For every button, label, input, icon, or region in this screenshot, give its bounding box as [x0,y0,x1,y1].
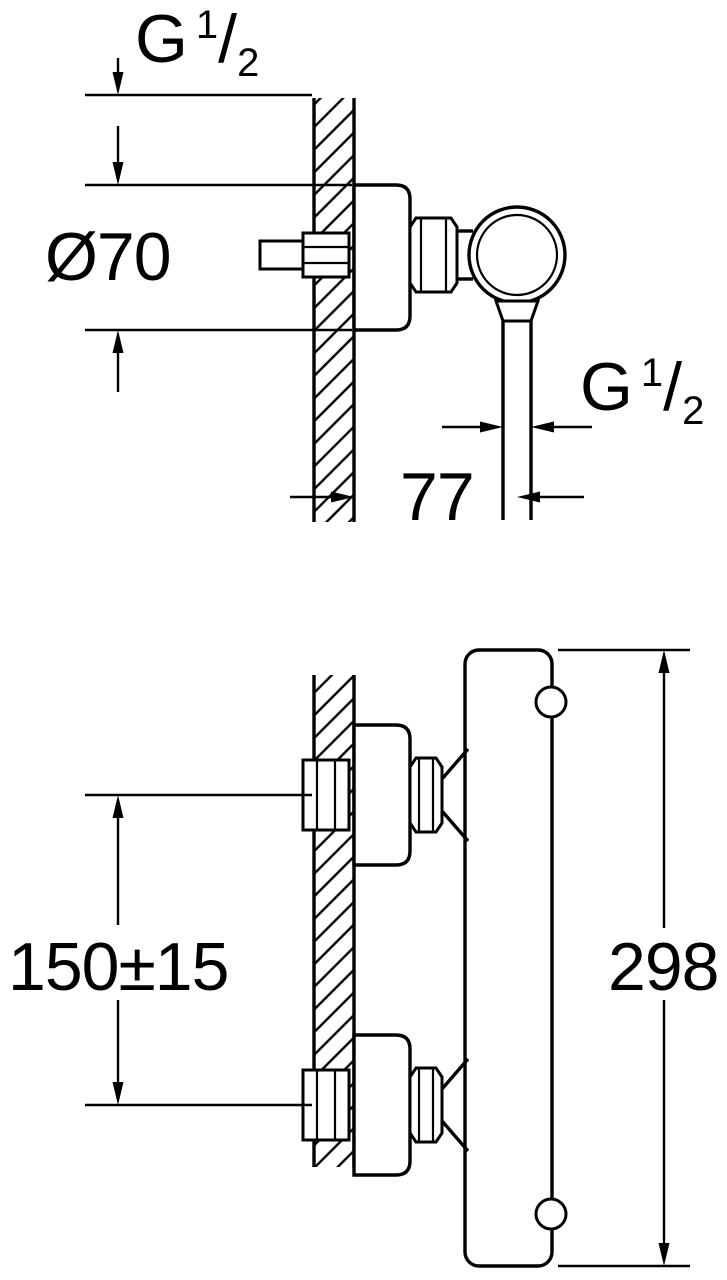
s-union-cone [440,1057,470,1153]
arrowhead [112,795,124,818]
dimension-wall-to-outlet: 77 [290,459,584,535]
arrowhead [331,491,354,503]
escutcheon-side [352,183,412,332]
label-escutcheon-diameter: Ø70 [45,219,171,295]
outlet-cone [493,299,541,323]
dimension-escutcheon-diameter: Ø70 [45,126,352,392]
top-connection [301,723,470,867]
escutcheon [352,1033,412,1177]
s-union-cone [440,747,470,843]
wall-section-top [312,98,356,522]
arrowhead [480,421,503,433]
arrowhead [517,491,540,503]
arrowhead [658,650,670,673]
valve-body-inner-circle [475,213,559,297]
arrowhead [658,1243,670,1266]
dimension-supply-spacing: 150±15 [8,793,312,1107]
label-supply-spacing: 150±15 [8,929,228,1005]
valve-body [467,205,567,305]
label-overall-height: 298 [608,929,718,1005]
bottom-cap-screw [534,1197,568,1231]
arrowhead [112,1082,124,1105]
union-nut-side [408,216,459,294]
bottom-connection [301,1033,470,1177]
valve-body-outer-circle [467,205,567,305]
mixer-body [463,648,554,1268]
label-wall-to-outlet: 77 [400,459,474,535]
dimension-overall-height: 298 [558,648,719,1268]
arrowhead [112,72,124,95]
shower-outlet [493,299,541,520]
top-cap-screw [534,685,568,719]
wall-hatch [314,98,354,522]
nipple-body [258,239,307,271]
valve-neck [457,229,473,281]
front-view: 150±15 298 [8,648,719,1268]
union-nut [408,756,444,834]
hex-fitting [301,231,351,279]
supply-nipple [258,231,351,279]
arrowhead [112,330,124,353]
escutcheon [352,723,412,867]
arrowhead [112,162,124,185]
arrowhead [531,421,554,433]
union-nut [408,1066,444,1144]
